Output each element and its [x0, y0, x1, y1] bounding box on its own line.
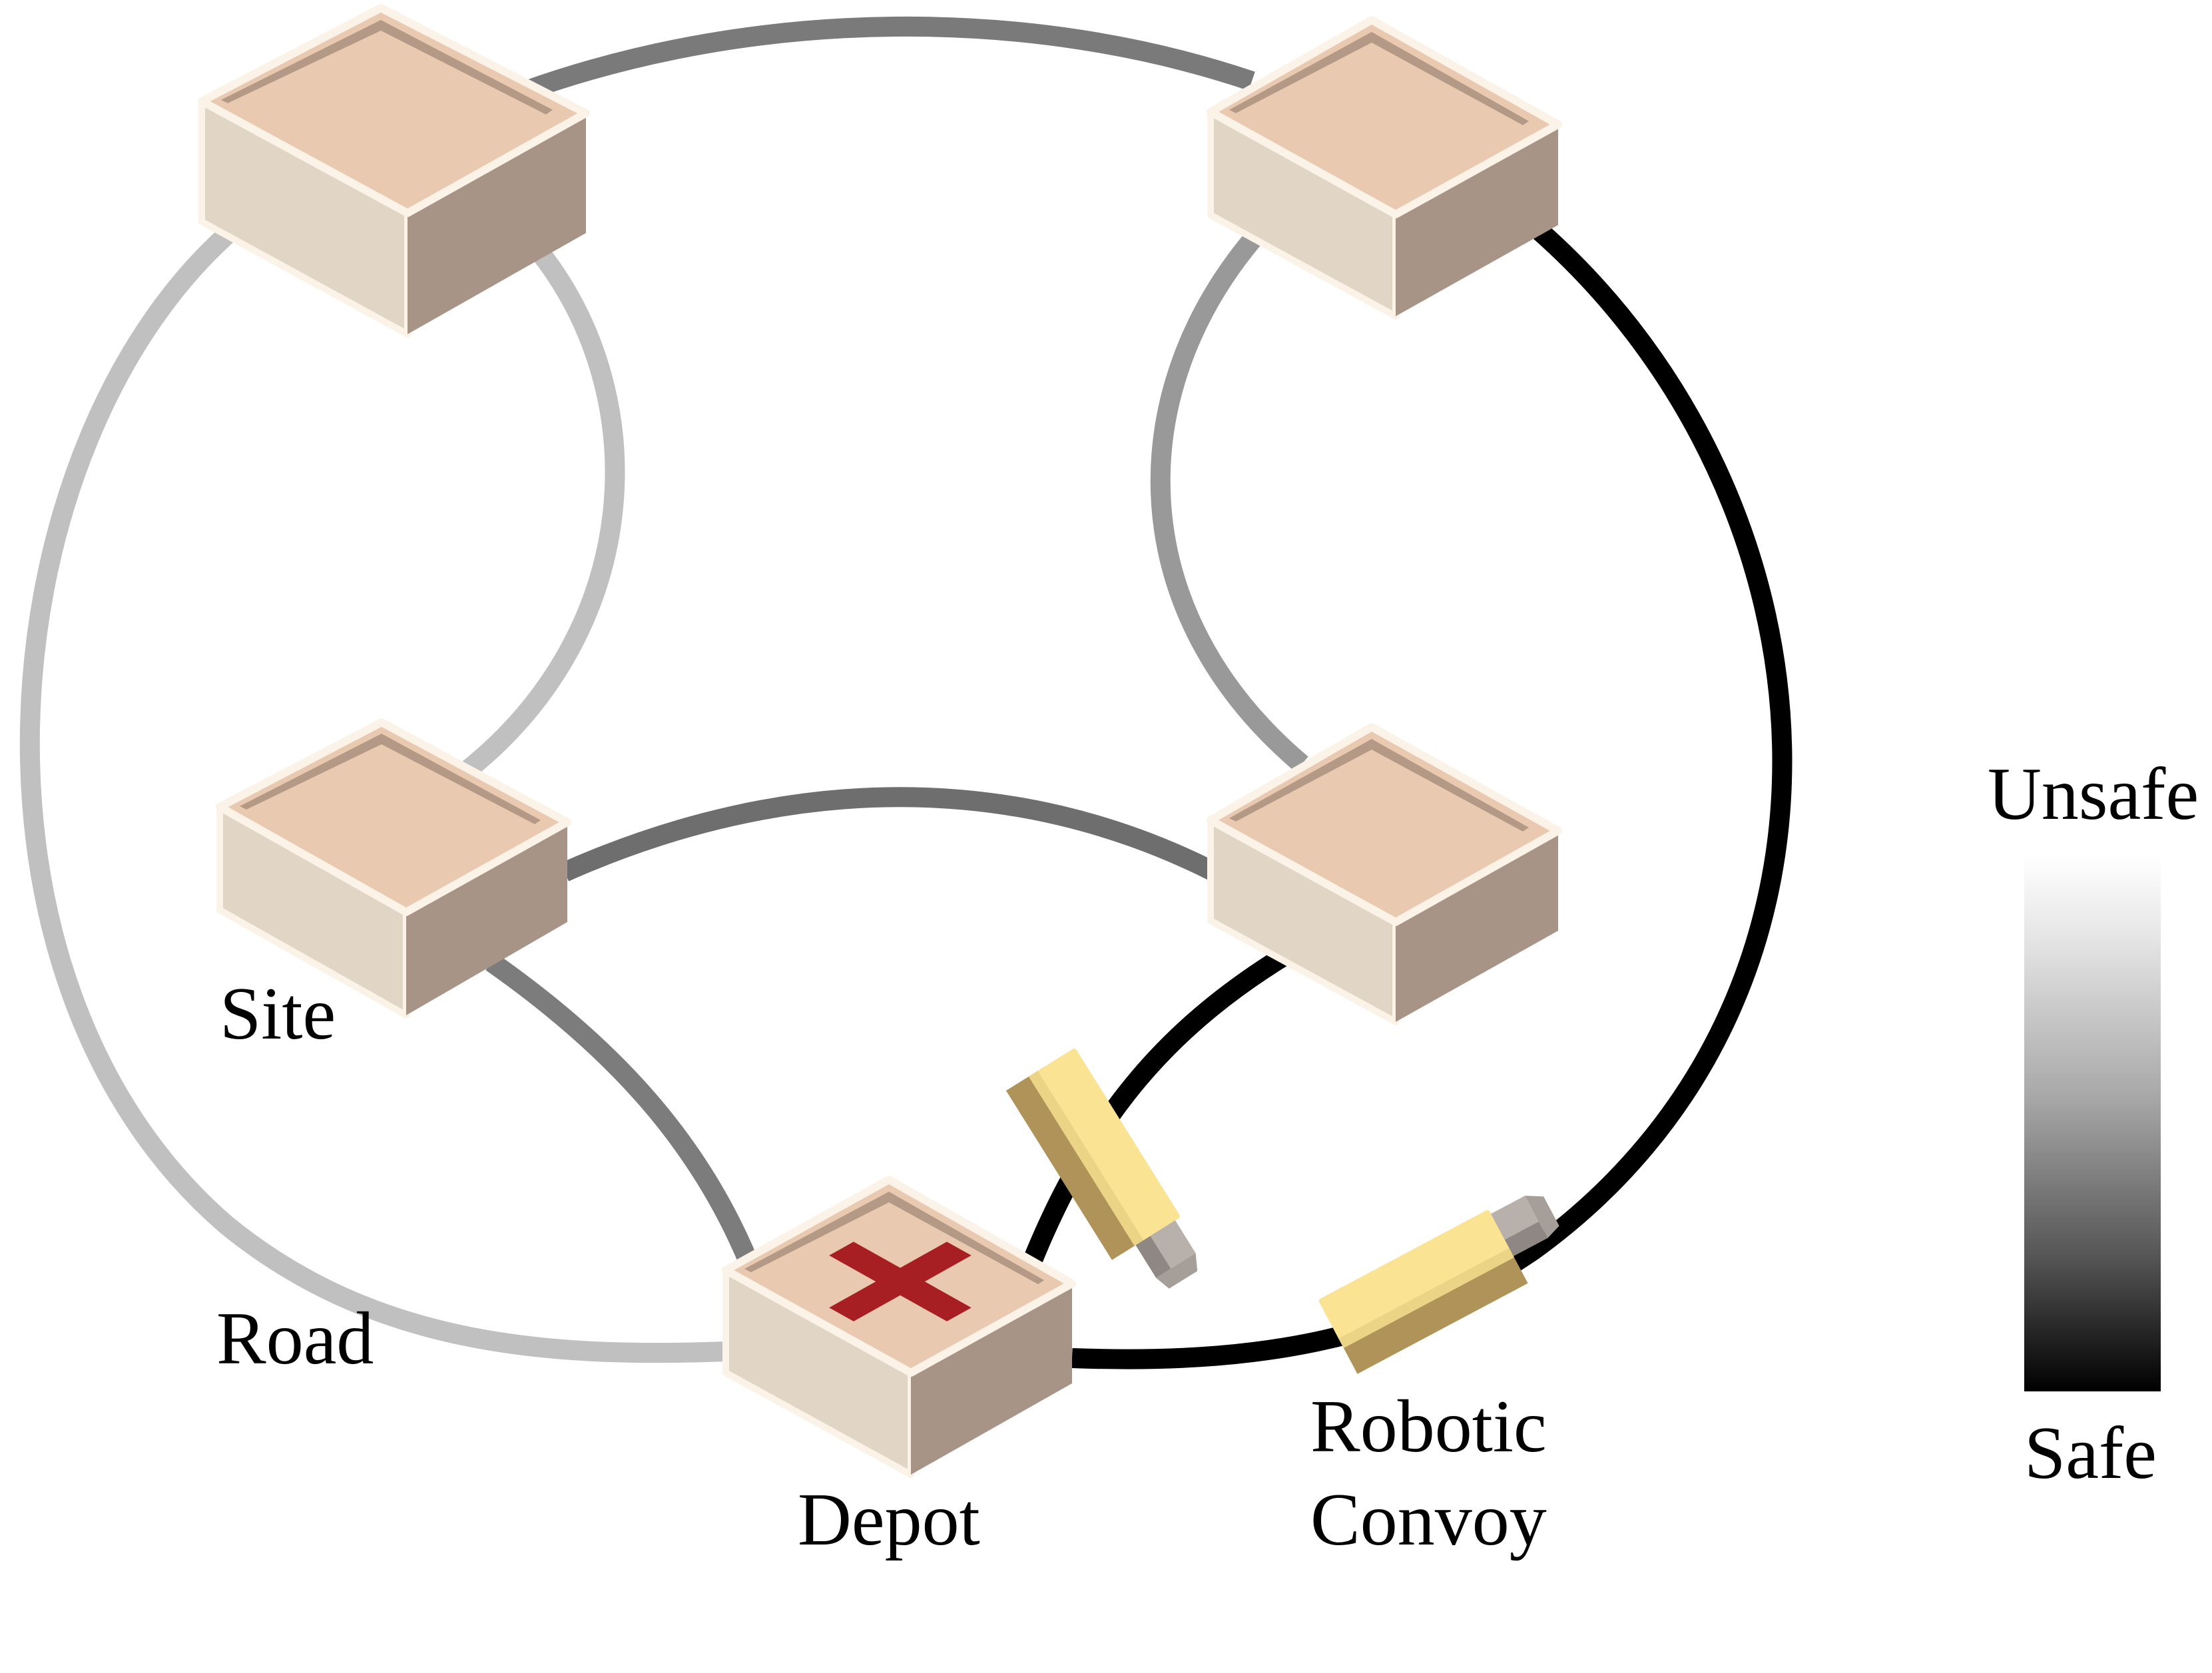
site-box-rim: [1229, 739, 1529, 832]
site-top-left: [198, 4, 590, 338]
depot: [722, 1176, 1076, 1478]
vehicle-body-shade: [1338, 1248, 1514, 1348]
vehicle-body: [1029, 1049, 1180, 1245]
safety-gradient-bar: [2024, 855, 2161, 1391]
road-top-arc: [519, 16, 1255, 102]
road-site-to-depot-right: [1021, 947, 1290, 1269]
site-box-top: [1207, 723, 1562, 926]
robot-vehicle-1: [1005, 1049, 1198, 1289]
robot-vehicle-2: [1318, 1196, 1559, 1374]
site-box-top: [1207, 16, 1562, 218]
road-label: Road: [216, 1298, 374, 1380]
site-box-side: [406, 822, 567, 1015]
convoy-label-line1: Robotic: [1310, 1385, 1547, 1468]
site-box-side: [1396, 831, 1558, 1022]
site-label: Site: [220, 973, 336, 1055]
site-box-rim: [221, 20, 553, 115]
road-middle-arc: [560, 787, 1217, 881]
vehicle-body: [1318, 1210, 1514, 1347]
road-network: [19, 16, 1793, 1369]
site-box-rim: [1229, 32, 1529, 125]
site-box-top: [198, 4, 590, 217]
safety-legend: Unsafe Safe: [1988, 753, 2199, 1495]
site-box-side: [408, 113, 586, 334]
road-inner-left-arc: [458, 245, 625, 780]
road-site-to-depot-left: [485, 953, 756, 1262]
depot-label: Depot: [798, 1479, 980, 1561]
red-cross-icon: [829, 1242, 971, 1321]
site-mid-right: [1207, 723, 1562, 1025]
vehicle-body-shade: [1028, 1071, 1144, 1246]
road-outer-right-arc: [1071, 222, 1793, 1369]
road-outer-left-arc: [19, 218, 726, 1363]
legend-safe-label: Safe: [2024, 1412, 2157, 1495]
site-mid-left: [216, 718, 571, 1019]
vehicle-sensor-icon: [1135, 1220, 1198, 1289]
convoy-label-line2: Convoy: [1310, 1479, 1547, 1561]
site-box-side: [1396, 124, 1558, 316]
vehicle-sensor-icon: [1491, 1196, 1559, 1256]
road-inner-right-arc: [1150, 230, 1308, 772]
depot-box-rim: [744, 1192, 1044, 1284]
site-box-rim: [240, 734, 541, 824]
legend-unsafe-label: Unsafe: [1988, 753, 2199, 836]
site-top-right: [1207, 16, 1562, 320]
depot-box-side: [911, 1284, 1072, 1475]
site-box-top: [216, 718, 571, 916]
